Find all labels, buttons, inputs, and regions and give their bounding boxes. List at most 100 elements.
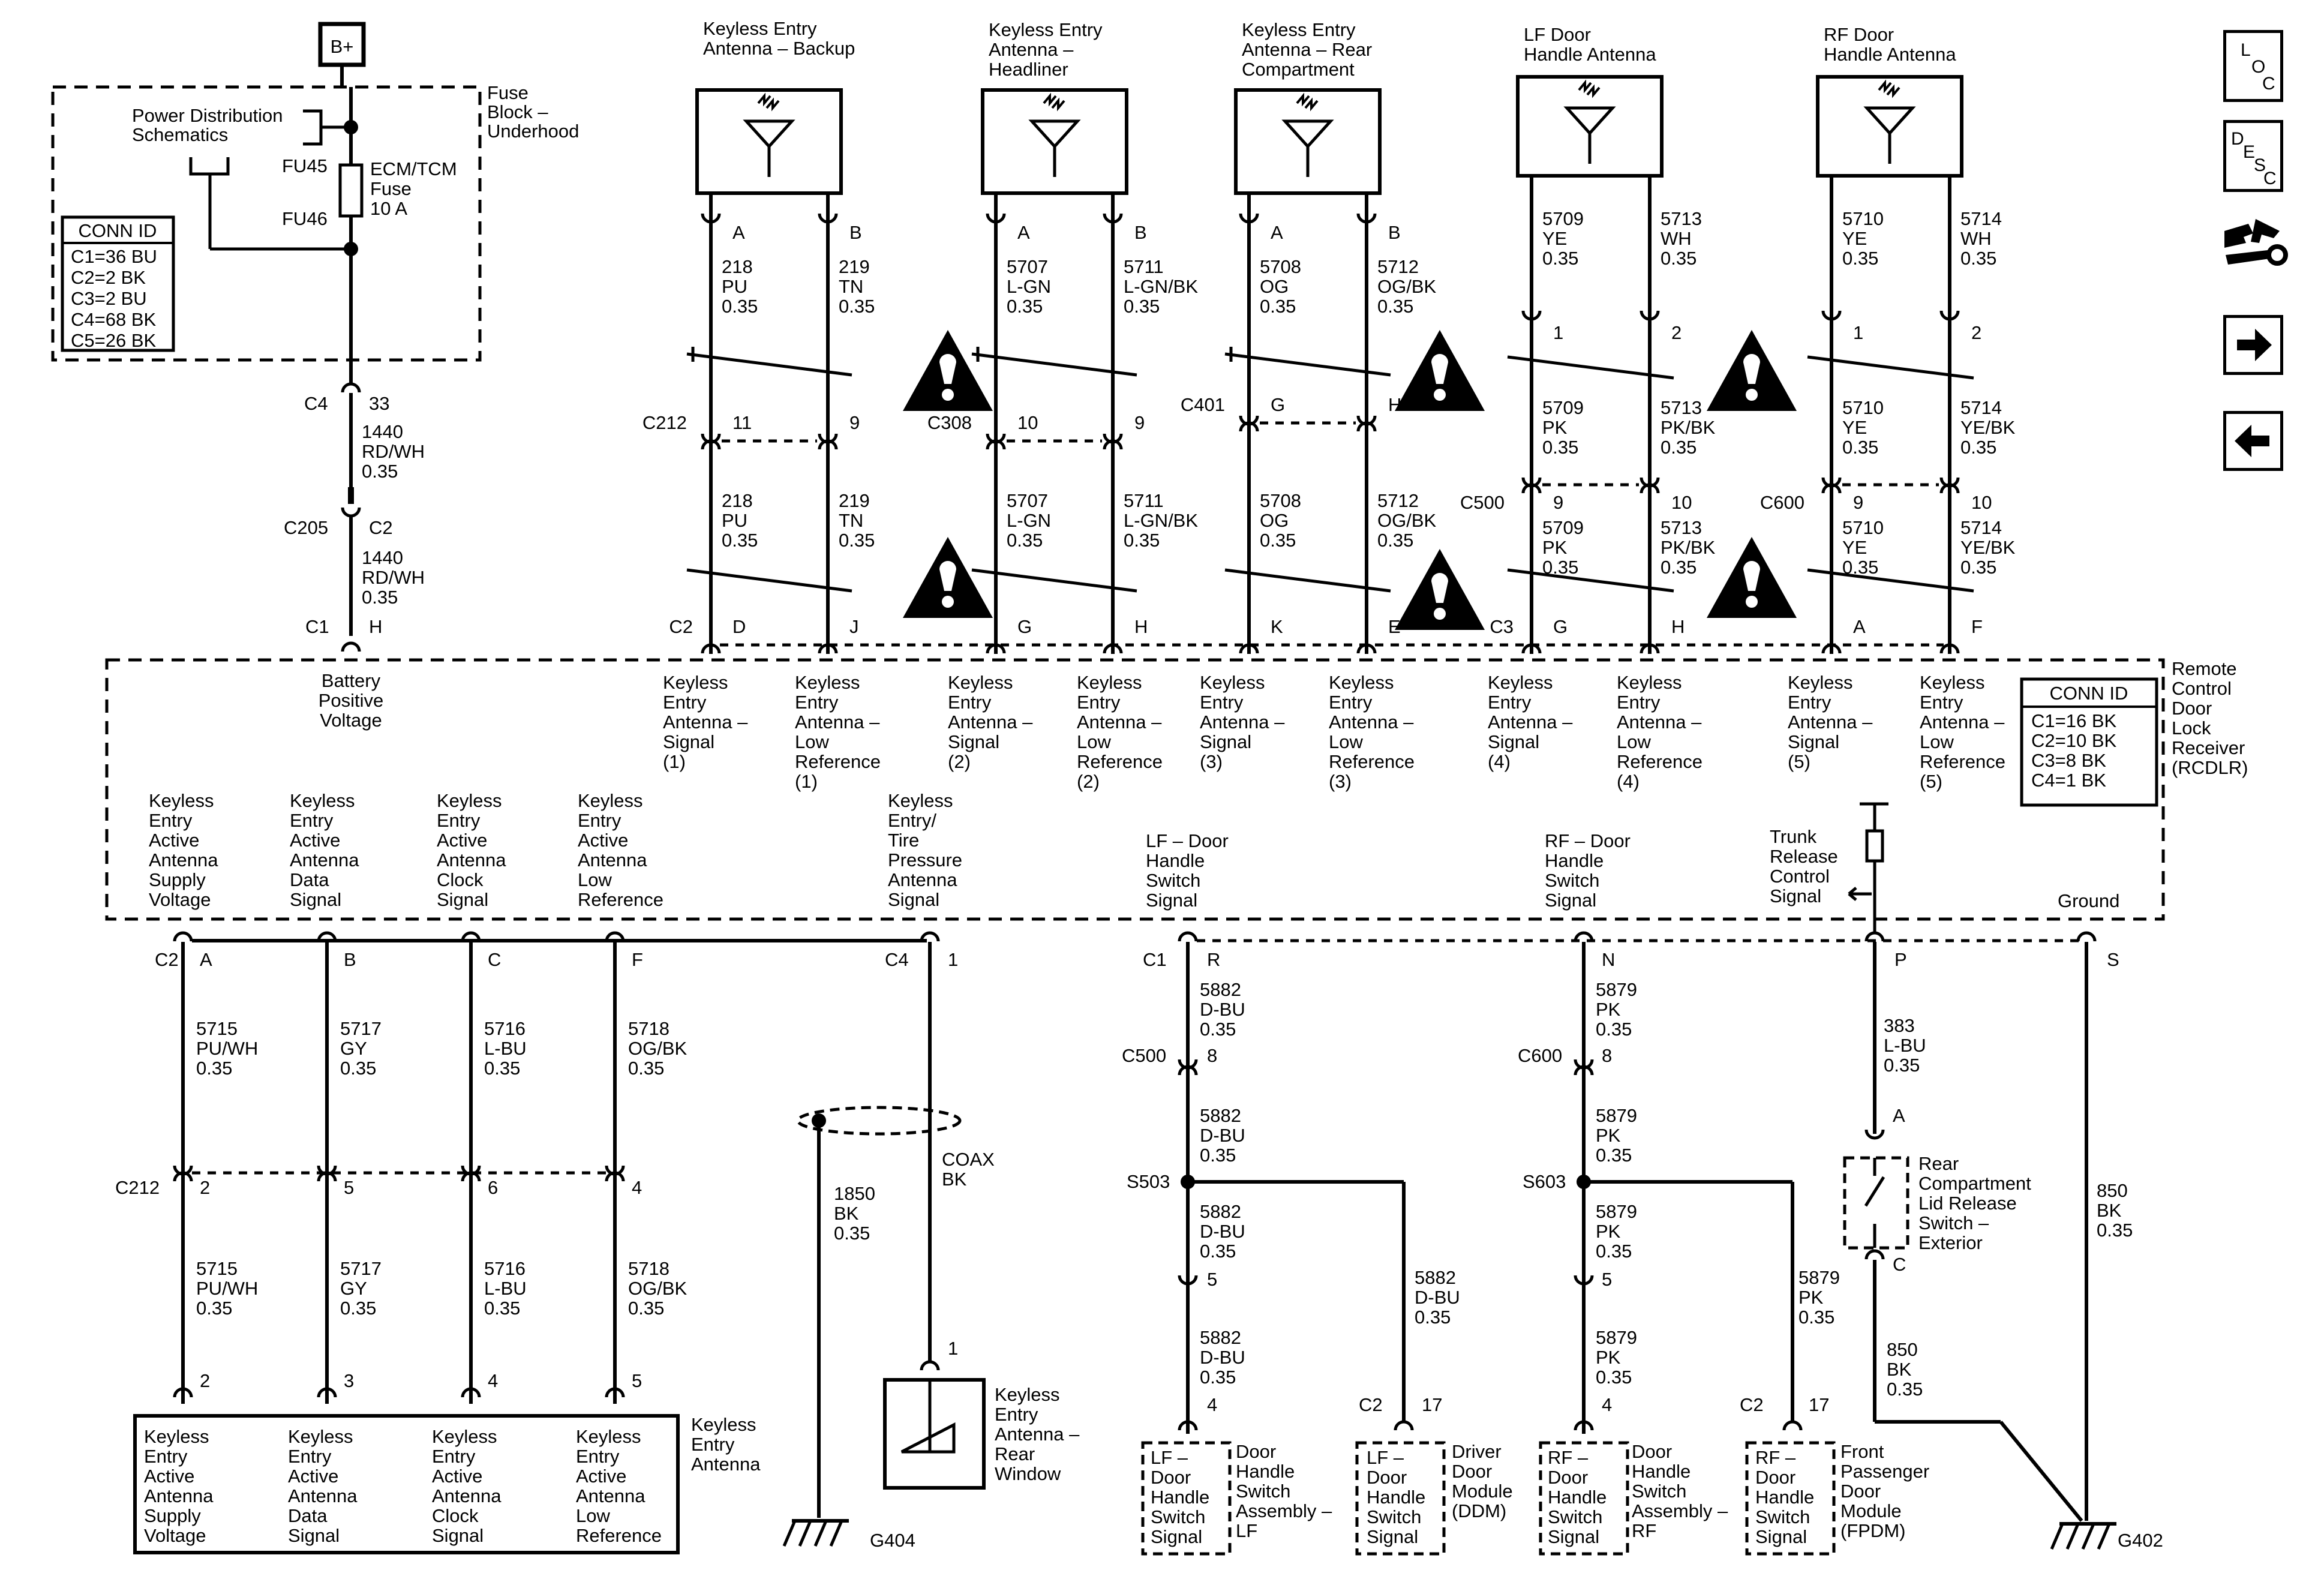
wire-label: 5708 [1260,490,1301,511]
previous-button[interactable] [2223,411,2283,471]
rcdlr-pin-label: Control [1770,866,1830,887]
wire-label: 5717 [340,1018,382,1039]
connector-pin [1640,310,1660,321]
device-name: Keyless [995,1384,1060,1405]
wire-label: 0.35 [362,461,398,482]
antenna-box [1234,88,1382,195]
signal-icon [1043,92,1065,112]
connector-pin [1239,213,1259,224]
rcdlr-pin-label: Entry [1077,692,1121,713]
conn-id-row: C4=68 BK [71,309,157,330]
wire-label: 0.35 [1007,530,1043,551]
fuse-id: FU46 [282,208,328,229]
rcdlr-pin-label: Keyless [948,672,1013,693]
connector-pin [1574,1420,1594,1431]
pin-id: 9 [1853,492,1863,513]
connector-female [317,1171,337,1182]
device-pin-label: Active [144,1466,194,1487]
warning-exclamation [1431,354,1448,384]
connector-pin [701,643,721,654]
wire-label: D-BU [1200,1347,1245,1368]
connector-female [701,439,721,450]
rcdlr-pin-label: Keyless [1617,672,1682,693]
wire-label: D-BU [1200,1221,1245,1242]
rcdlr-pin-label: Reference [1329,751,1415,772]
device-name: Keyless [691,1414,756,1435]
device-name: Window [995,1463,1061,1484]
rcdlr-pin-label: Antenna – [1077,712,1162,733]
rcdlr-pin-label: Low [1920,731,1954,752]
antenna-title: Handle Antenna [1524,44,1656,65]
switch-blade [1864,1176,1885,1207]
wire-label: 5882 [1200,1201,1241,1222]
device-pin-label: Active [576,1466,626,1487]
warning-dot [1746,596,1758,608]
twist-line [971,352,1137,377]
antenna-box [981,88,1128,195]
wire-label: 5711 [1124,490,1164,511]
signal-icon [1878,79,1900,98]
rcdlr-pin-label: Keyless [795,672,860,693]
ground-label: G404 [870,1530,915,1551]
device-pin-label: Low [576,1505,610,1526]
ground-hatch [829,1520,843,1547]
wire-label: OG [1260,276,1289,297]
wire-label: 0.35 [1596,1145,1632,1166]
connector-female [1178,1065,1198,1076]
rcdlr-pin-label: Active [290,830,340,851]
wire-label: PU [722,276,747,297]
antenna-title: Keyless Entry [1242,19,1356,40]
wire-label: 5716 [484,1258,526,1279]
wire-label: 0.35 [1542,248,1578,269]
rcdlr-pin-label: Signal [888,889,939,910]
wire-label: PU/WH [196,1038,258,1059]
conn-id-row: C4=1 BK [2031,770,2106,791]
rcdlr-pin-label: Switch [1545,870,1599,891]
rcdlr-pin-label: Signal [663,731,714,752]
rcdlr-pin-label: RF – Door [1545,830,1631,851]
rcdlr-pin-label: Antenna – [1488,712,1573,733]
twist-line [1807,355,1974,380]
rcdlr-pin-label: Keyless [1200,672,1265,693]
pin-id: 33 [369,393,389,414]
conn-id-table [61,215,175,352]
warning-exclamation [939,354,956,384]
wire-label: 0.35 [1124,530,1160,551]
connector-female [1640,483,1660,494]
rcdlr-pin-label: Antenna [437,849,506,870]
connector-female [1574,1065,1594,1076]
connector-female [173,1171,193,1182]
connector-pin [1574,931,1594,942]
warning-exclamation [939,561,956,591]
rcdlr-pin-label: Signal [1770,885,1821,906]
wire-label: 5882 [1200,979,1241,1000]
desc-letter-e: E [2243,142,2255,162]
tools-icon[interactable] [2220,213,2292,273]
pin-id: H [369,616,382,637]
wire-label: 0.35 [839,530,875,551]
wire-label: 0.35 [340,1058,376,1079]
pin-id: 4 [632,1177,642,1198]
connector-pin [986,213,1006,224]
rcdlr-pin-label: Keyless [663,672,728,693]
rcdlr-pin-label: Low [1077,731,1111,752]
wire-label: 0.35 [1377,296,1413,317]
wire-label: 0.35 [1960,248,1996,269]
desc-letter-s: S [2254,155,2266,175]
connector-female [1939,483,1960,494]
conn-id-row: C1=16 BK [2031,710,2117,731]
warning-dot [1746,389,1758,401]
rcdlr-pin-label: Signal [948,731,999,752]
next-button[interactable] [2223,315,2283,375]
wire-label: 0.35 [1960,557,1996,578]
pin-id: E [1388,616,1401,637]
device-name: (DDM) [1452,1500,1506,1521]
twist-line [1807,568,1974,593]
antenna-icon [1028,119,1081,149]
wire-label: PK [1542,417,1568,438]
connector-pin [341,382,361,393]
device-name: Switch [1632,1481,1686,1502]
wire-label: 0.35 [722,530,758,551]
